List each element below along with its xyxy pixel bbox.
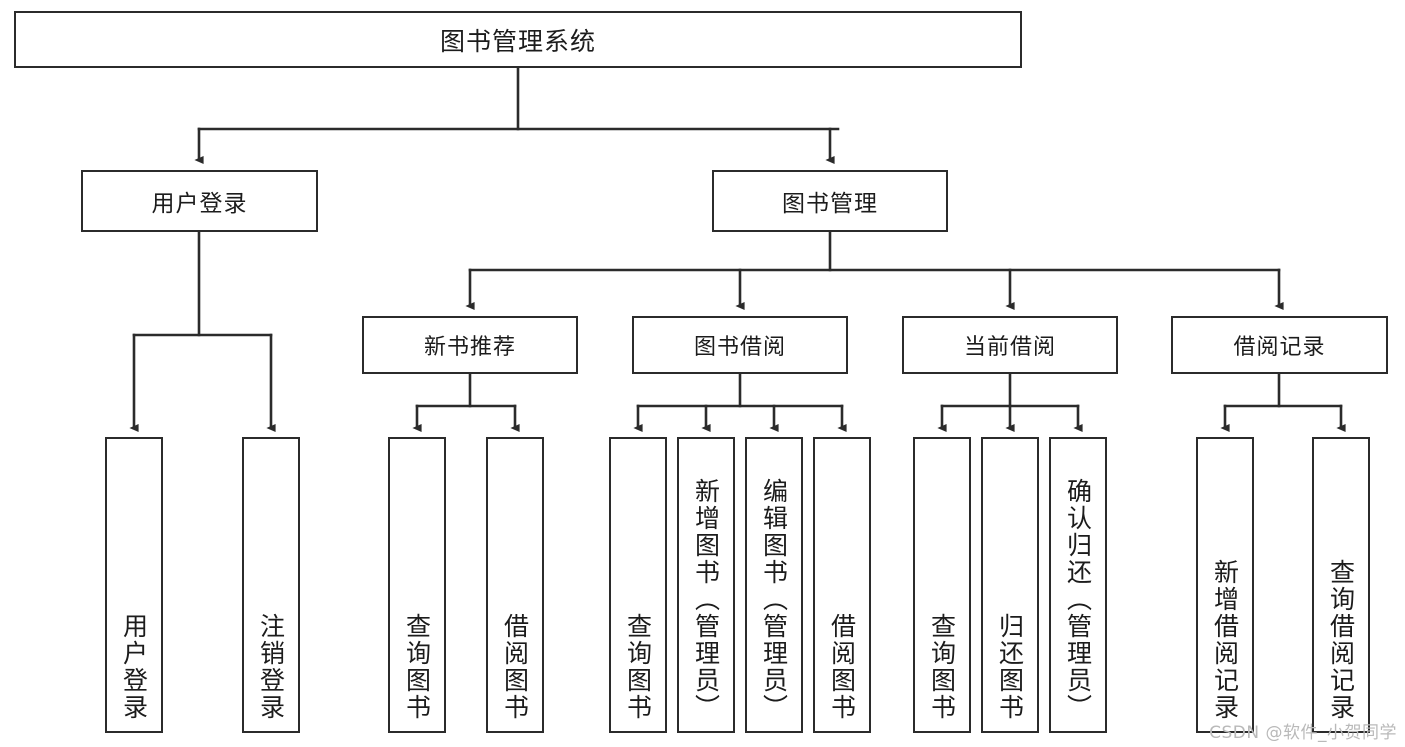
leaf-user-login[interactable]: 用户登录 [105,437,163,733]
leaf-user-logout-label: 注销登录 [256,613,286,721]
node-root-label: 图书管理系统 [439,26,596,56]
node-book-manage-label: 图书管理 [782,191,878,217]
leaf-borrow-book-1-label: 借阅图书 [500,613,530,721]
node-user-login-label: 用户登录 [151,191,248,217]
leaf-query-record-label: 查询借阅记录 [1326,559,1356,721]
leaf-query-book-1[interactable]: 查询图书 [388,437,446,733]
leaf-add-record[interactable]: 新增借阅记录 [1196,437,1254,733]
leaf-edit-book-label: 编辑图书（管理员） [759,478,789,721]
leaf-add-record-label: 新增借阅记录 [1210,559,1240,721]
leaf-edit-book[interactable]: 编辑图书（管理员） [745,437,803,733]
watermark: CSDN @软件_小贺同学 [1209,723,1397,743]
node-book-borrow[interactable]: 图书借阅 [632,316,848,374]
node-current-borrow-label: 当前借阅 [963,335,1056,360]
node-root[interactable]: 图书管理系统 [14,11,1022,68]
leaf-borrow-book-2[interactable]: 借阅图书 [813,437,871,733]
node-borrow-record-label: 借阅记录 [1233,335,1326,360]
node-new-book-recommend[interactable]: 新书推荐 [362,316,578,374]
leaf-query-book-3[interactable]: 查询图书 [913,437,971,733]
leaf-borrow-book-2-label: 借阅图书 [827,613,857,721]
leaf-user-logout[interactable]: 注销登录 [242,437,300,733]
leaf-query-book-2-label: 查询图书 [623,613,653,721]
node-user-login[interactable]: 用户登录 [81,170,318,232]
leaf-query-book-3-label: 查询图书 [927,613,957,721]
leaf-confirm-return[interactable]: 确认归还（管理员） [1049,437,1107,733]
leaf-add-book[interactable]: 新增图书（管理员） [677,437,735,733]
leaf-return-book-label: 归还图书 [995,613,1025,721]
leaf-query-book-1-label: 查询图书 [402,613,432,721]
node-book-borrow-label: 图书借阅 [693,335,786,360]
leaf-query-record[interactable]: 查询借阅记录 [1312,437,1370,733]
leaf-return-book[interactable]: 归还图书 [981,437,1039,733]
leaf-confirm-return-label: 确认归还（管理员） [1063,478,1093,721]
leaf-borrow-book-1[interactable]: 借阅图书 [486,437,544,733]
node-current-borrow[interactable]: 当前借阅 [902,316,1118,374]
node-new-book-recommend-label: 新书推荐 [423,335,516,360]
leaf-add-book-label: 新增图书（管理员） [691,478,721,721]
node-borrow-record[interactable]: 借阅记录 [1171,316,1388,374]
leaf-query-book-2[interactable]: 查询图书 [609,437,667,733]
node-book-manage[interactable]: 图书管理 [712,170,948,232]
leaf-user-login-label: 用户登录 [119,613,149,721]
